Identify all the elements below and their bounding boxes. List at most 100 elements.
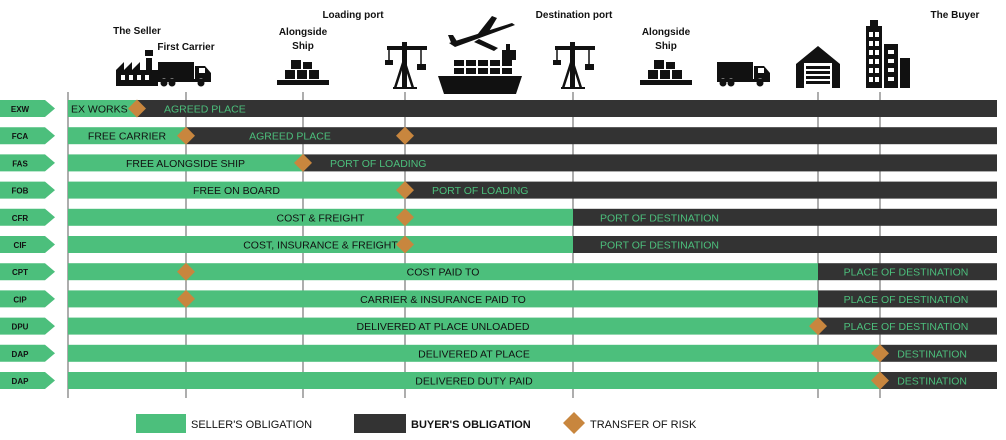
header-loadport: Loading port	[322, 10, 427, 89]
seller-obligation-bar	[68, 236, 573, 253]
seller-obligation-label: FREE ALONGSIDE SHIP	[126, 158, 245, 170]
buyer-obligation-bar	[405, 181, 997, 199]
seller-obligation-label: DELIVERED AT PLACE UNLOADED	[357, 321, 530, 333]
truck-icon	[158, 62, 211, 88]
header-seller: The Seller	[113, 26, 161, 86]
buyer-obligation-label: PORT OF DESTINATION	[600, 240, 719, 252]
header-truck2	[717, 62, 770, 88]
incoterm-code-tag	[0, 372, 55, 389]
seller-obligation-bar	[68, 344, 880, 362]
incoterm-code: DPU	[12, 323, 29, 332]
incoterm-code: EXW	[11, 105, 30, 114]
incoterm-code: CFR	[12, 214, 29, 223]
legend-buyer-swatch	[354, 414, 406, 433]
incoterm-code-tag	[0, 154, 55, 172]
buyer-obligation-label: PORT OF LOADING	[432, 185, 528, 197]
buyer-obligation-bar	[186, 127, 997, 145]
risk-transfer-marker	[177, 262, 195, 281]
buyer-obligation-bar	[303, 154, 997, 172]
buyer-obligation-label: PORT OF LOADING	[330, 158, 426, 170]
cargo-boxes-icon	[640, 60, 692, 85]
incoterm-code-tag	[0, 208, 55, 226]
incoterm-code: FCA	[12, 132, 29, 141]
buyer-obligation-label: PORT OF DESTINATION	[600, 212, 719, 224]
seller-obligation-bar	[68, 263, 818, 281]
buyer-obligation-bar	[818, 290, 997, 308]
seller-obligation-label: EX WORKS	[71, 104, 128, 116]
risk-transfer-marker	[871, 371, 889, 390]
buyer-obligation-bar	[818, 263, 997, 281]
buyer-obligation-label: PLACE OF DESTINATION	[844, 294, 969, 306]
seller-obligation-bar	[68, 208, 573, 226]
cargo-boxes-icon	[277, 60, 329, 85]
port-crane-icon	[553, 42, 595, 89]
header-destport: Destination port	[536, 10, 613, 89]
seller-obligation-bar	[68, 154, 303, 172]
risk-transfer-marker	[396, 126, 414, 145]
incoterm-code-tag	[0, 127, 55, 145]
plane-and-ship-icon	[438, 16, 522, 94]
risk-transfer-marker	[396, 208, 414, 227]
seller-obligation-label: DELIVERED DUTY PAID	[415, 376, 533, 388]
header-buyer: The Buyer	[866, 10, 980, 88]
legend-risk-label: TRANSFER OF RISK	[590, 419, 697, 431]
header-carrier: First Carrier	[157, 42, 215, 88]
seller-obligation-bar	[68, 100, 137, 117]
buyer-obligation-bar	[880, 372, 997, 389]
buyer-obligation-label: DESTINATION	[897, 376, 967, 388]
seller-obligation-label: COST, INSURANCE & FREIGHT	[243, 240, 398, 252]
incoterm-code-tag	[0, 317, 55, 335]
warehouse-icon	[796, 46, 840, 88]
seller-obligation-label: COST PAID TO	[407, 267, 480, 279]
risk-transfer-marker	[177, 126, 195, 145]
incoterm-code: DAP	[12, 377, 30, 386]
legend-buyer-label: BUYER'S OBLIGATION	[411, 419, 531, 431]
seller-obligation-bar	[68, 181, 405, 199]
seller-obligation-label: DELIVERED AT PLACE	[418, 348, 530, 360]
risk-transfer-marker	[871, 344, 889, 363]
legend-seller-swatch	[136, 414, 186, 433]
incoterm-code-tag	[0, 236, 55, 253]
seller-obligation-bar	[68, 317, 818, 335]
truck-icon	[717, 62, 770, 88]
incoterm-code-tag	[0, 344, 55, 362]
buyer-obligation-label: AGREED PLACE	[249, 131, 331, 143]
incoterm-code-tag	[0, 100, 55, 117]
header-transport	[438, 16, 522, 94]
risk-transfer-marker	[396, 235, 414, 254]
buyer-obligation-label: PLACE OF DESTINATION	[844, 267, 969, 279]
header-label: The Seller	[113, 26, 161, 37]
risk-transfer-marker	[128, 99, 146, 118]
factory-icon	[116, 50, 158, 86]
risk-transfer-marker	[396, 181, 414, 200]
incoterm-code-tag	[0, 263, 55, 281]
risk-transfer-marker	[177, 289, 195, 308]
header-label: Loading port	[322, 10, 384, 21]
incoterm-code: FOB	[12, 187, 29, 196]
legend-seller-label: SELLER'S OBLIGATION	[191, 419, 312, 431]
incoterm-code-tag	[0, 290, 55, 308]
buyer-obligation-bar	[573, 236, 997, 253]
seller-obligation-bar	[68, 372, 880, 389]
incoterm-code-tag	[0, 181, 55, 199]
office-building-icon	[866, 20, 910, 88]
header-label: Destination port	[536, 10, 613, 21]
seller-obligation-label: CARRIER & INSURANCE PAID TO	[360, 294, 526, 306]
legend-risk-marker	[563, 412, 585, 434]
buyer-obligation-bar	[880, 344, 997, 362]
